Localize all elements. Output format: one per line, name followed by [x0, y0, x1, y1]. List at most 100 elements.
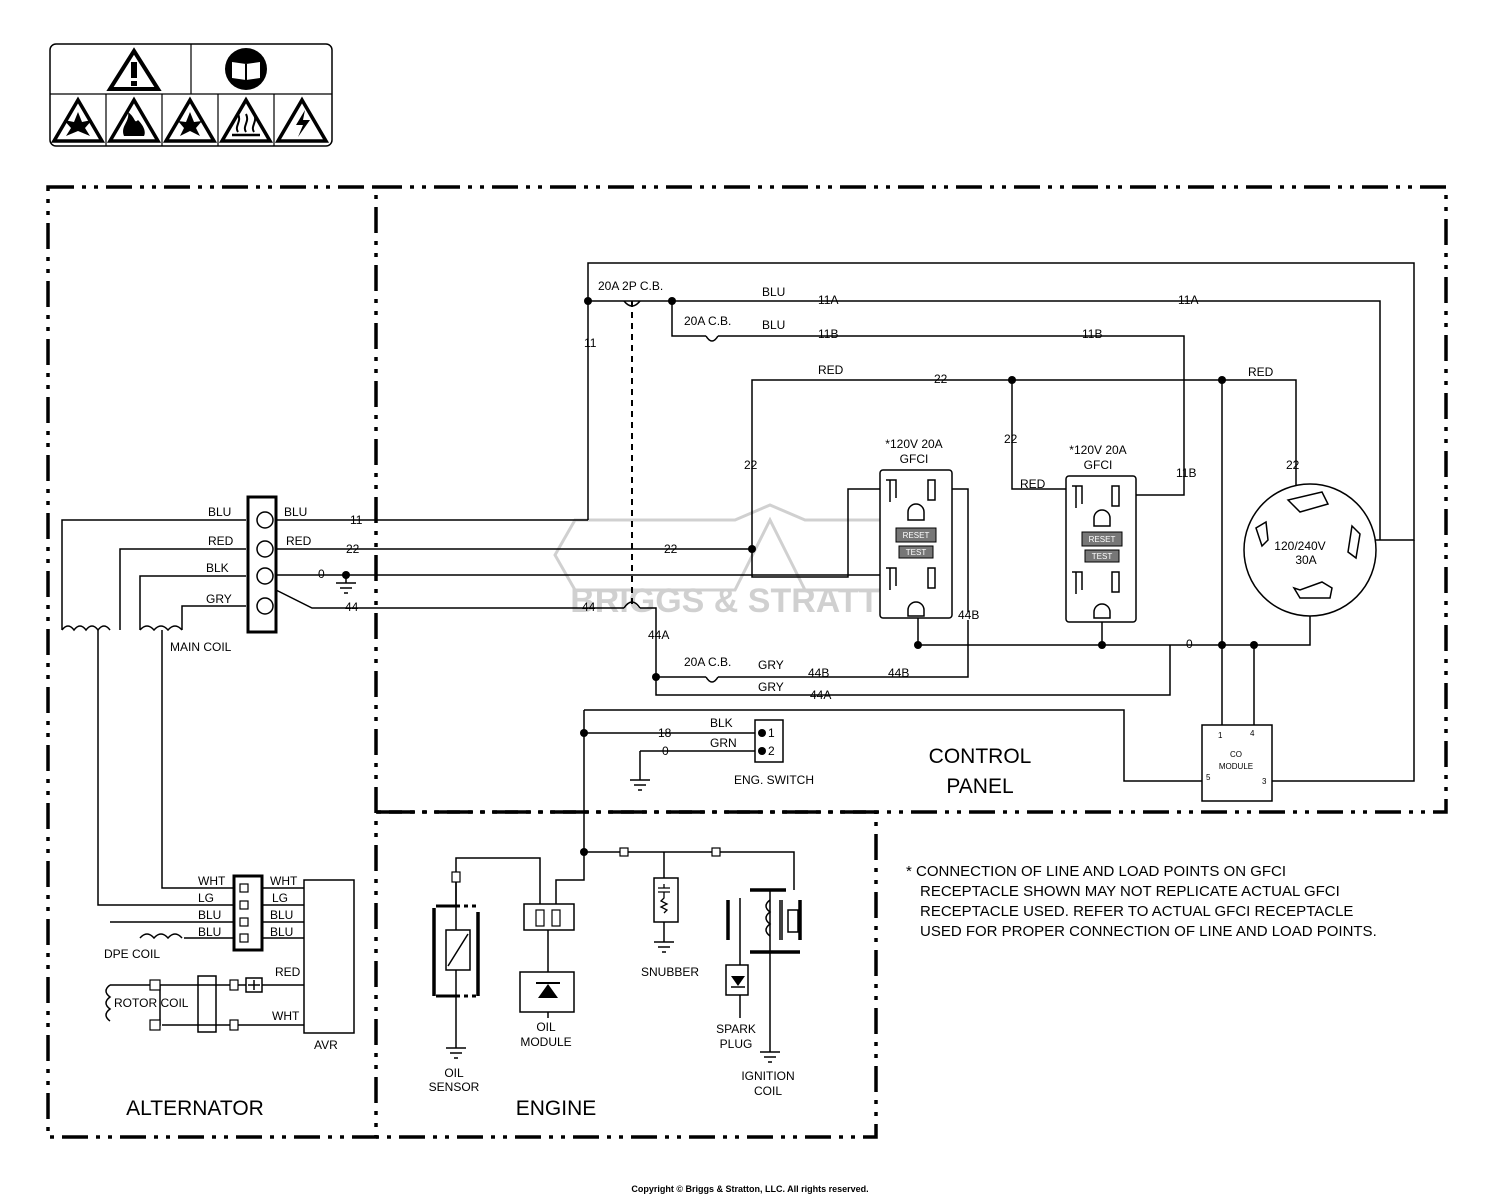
ignition-coil [725, 888, 802, 996]
label-blu-l1: BLU [198, 908, 221, 922]
label-co-pin-1: 1 [1218, 731, 1223, 740]
label-44b-left: 44B [808, 666, 829, 680]
label-gry-44b: GRY [758, 658, 784, 672]
label-44a-bottom: 44A [810, 688, 831, 702]
label-dpe-coil: DPE COIL [104, 947, 160, 961]
label-avr: AVR [314, 1038, 338, 1052]
label-co-pin-3: 3 [1262, 777, 1267, 786]
label-blu-r2: BLU [270, 925, 293, 939]
wiring [61, 262, 1415, 1052]
label-co-a: CO [1230, 750, 1242, 759]
section-alternator: ALTERNATOR [126, 1097, 264, 1120]
section-borders [46, 185, 1448, 1139]
twistlock-receptacle [1243, 483, 1377, 617]
note-line-1: * CONNECTION OF LINE AND LOAD POINTS ON … [906, 863, 1286, 880]
label-44b-right: 44B [888, 666, 909, 680]
section-control-1: CONTROL [929, 745, 1032, 768]
label-0-bus: 0 [1186, 637, 1193, 651]
label-gfci1-b: GFCI [900, 452, 929, 466]
label-oil-module-a: OIL [536, 1020, 556, 1034]
section-engine: ENGINE [516, 1097, 597, 1120]
label-18: 18 [658, 726, 672, 740]
safety-icon-panel [49, 43, 333, 147]
label-pin-2: 2 [768, 744, 775, 758]
label-main-coil: MAIN COIL [170, 640, 232, 654]
label-44-term: 44 [345, 600, 359, 614]
hot-surface-icon [218, 96, 274, 143]
label-lg-l: LG [198, 891, 214, 905]
label-breaker-2p: 20A 2P C.B. [598, 279, 663, 293]
rotor-coil [105, 975, 263, 1033]
label-red-left: RED [208, 534, 234, 548]
gfci-note: * CONNECTION OF LINE AND LOAD POINTS ON … [906, 863, 1377, 940]
label-ignition-coil-a: IGNITION [741, 1069, 794, 1083]
gfci-receptacle-1 [879, 469, 953, 619]
label-gfci1-a: *120V 20A [885, 437, 942, 451]
label-blu-left: BLU [208, 505, 231, 519]
label-grn: GRN [710, 736, 737, 750]
label-blu-11b: BLU [762, 318, 785, 332]
label-44b-gfci: 44B [958, 608, 979, 622]
label-oil-module-b: MODULE [520, 1035, 571, 1049]
section-control-2: PANEL [946, 775, 1013, 798]
main-coil [61, 625, 183, 632]
label-breaker-1: 20A C.B. [684, 314, 731, 328]
label-co-pin-4: 4 [1250, 729, 1255, 738]
shock-hazard-icon [162, 96, 218, 143]
label-test-2: TEST [1092, 552, 1113, 561]
label-blu-r1: BLU [270, 908, 293, 922]
label-11-term: 11 [350, 513, 363, 527]
label-11: 11 [584, 336, 597, 350]
oil-module [519, 903, 575, 1013]
label-11b-right: 11B [1176, 466, 1196, 480]
dpe-coil [139, 933, 183, 940]
label-red-right: RED [286, 534, 312, 548]
wire-labels: BLU BLU RED RED BLK GRY 11 22 0 44 11 20… [198, 279, 1300, 1023]
label-pin-1: 1 [768, 726, 775, 740]
avr-connector [232, 874, 264, 952]
copyright: Copyright © Briggs & Stratton, LLC. All … [631, 1184, 868, 1194]
label-test-1: TEST [906, 548, 927, 557]
label-eng-switch: ENG. SWITCH [734, 773, 814, 787]
section-titles: ALTERNATOR ENGINE CONTROL PANEL [126, 745, 1031, 1120]
circuit-breakers [623, 300, 719, 683]
label-reset-1: RESET [903, 531, 930, 540]
label-gfci2-b: GFCI [1084, 458, 1113, 472]
label-0-term: 0 [318, 567, 325, 581]
label-co-pin-5: 5 [1206, 773, 1211, 782]
label-blk: BLK [206, 561, 229, 575]
label-red-avr: RED [275, 965, 301, 979]
label-22-bus: 22 [664, 542, 678, 556]
label-red-22: RED [818, 363, 844, 377]
warning-triangle-icon [106, 47, 162, 91]
label-22-right: 22 [1286, 458, 1300, 472]
label-twistlock-b: 30A [1295, 553, 1316, 567]
label-wht-r1: WHT [270, 874, 298, 888]
label-0-switch: 0 [662, 744, 669, 758]
label-22-mid: 22 [1004, 432, 1018, 446]
watermark-text: BRIGGS & STRATTON [570, 582, 930, 620]
ground-symbols [336, 575, 780, 1063]
label-11a-left: 11A [818, 293, 838, 307]
explosion-icon [50, 96, 106, 143]
label-11a-right: 11A [1178, 293, 1198, 307]
component-labels: MAIN COIL DPE COIL ROTOR COIL AVR *120V … [104, 437, 1326, 1098]
label-red-gfci2: RED [1020, 477, 1046, 491]
label-44a: 44A [648, 628, 669, 642]
label-red-twistlock: RED [1248, 365, 1274, 379]
engine-switch [754, 719, 784, 763]
label-co-b: MODULE [1219, 762, 1253, 771]
label-twistlock-a: 120/240V [1274, 539, 1325, 553]
label-snubber: SNUBBER [641, 965, 699, 979]
oil-sensor [432, 871, 480, 998]
label-reset-2: RESET [1089, 535, 1116, 544]
label-gry-44a: GRY [758, 680, 784, 694]
label-spark-plug-a: SPARK [716, 1022, 756, 1036]
electrical-hazard-icon [274, 96, 330, 143]
avr-module [303, 879, 355, 1034]
label-blu-right: BLU [284, 505, 307, 519]
label-wht-l1: WHT [198, 874, 226, 888]
snubber [619, 847, 721, 923]
label-wht-avr: WHT [272, 1009, 300, 1023]
